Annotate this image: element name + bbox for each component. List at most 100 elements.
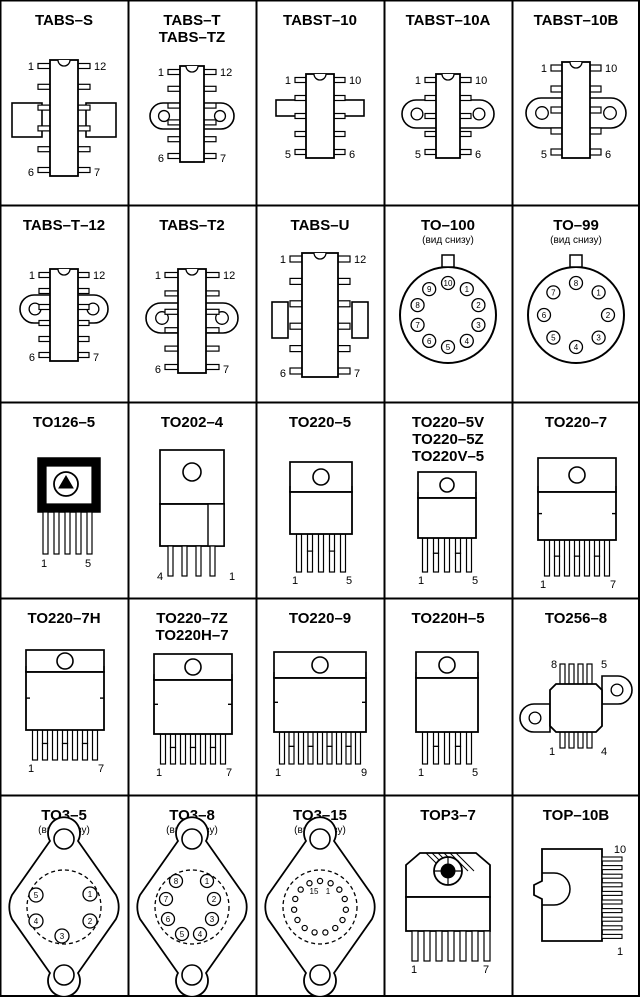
pin-lead — [559, 731, 566, 749]
pin-number: 7 — [610, 579, 616, 591]
pin-lead — [328, 533, 336, 552]
pin-circle — [546, 285, 561, 300]
pin-lead — [421, 537, 429, 573]
pin-circle — [459, 333, 474, 349]
pin-number: 15 — [310, 887, 319, 896]
pin-dot — [294, 916, 301, 924]
pin-lead — [288, 745, 295, 765]
tab-notch — [417, 491, 477, 499]
pin-lead — [164, 345, 179, 352]
pin-lead — [550, 64, 563, 72]
tab-notch — [153, 673, 233, 681]
pin-lead — [459, 148, 472, 156]
pin-lead — [306, 550, 314, 573]
pin-lead — [61, 729, 69, 745]
pin-lead — [167, 119, 181, 126]
pin-number: 1 — [549, 746, 555, 758]
pin-lead — [167, 102, 181, 109]
package-title: TO202–4 — [161, 414, 224, 431]
package-title: TO–100 — [421, 217, 475, 234]
pin-lead — [424, 76, 437, 84]
pin-lead — [307, 745, 314, 765]
pin-lead — [38, 287, 51, 295]
pin-lead — [432, 745, 440, 765]
pin1-notch — [441, 73, 455, 81]
package-title: TABST–10A — [406, 12, 491, 29]
pin-lead — [167, 545, 174, 577]
pin-lead — [550, 148, 563, 156]
pin-lead — [289, 322, 303, 330]
pin-lead — [167, 152, 181, 160]
pin-circle — [440, 275, 456, 291]
pin-lead — [593, 539, 601, 557]
package-title: TABS–TZ — [159, 29, 225, 46]
pin-lead — [209, 746, 217, 765]
pin-lead — [337, 322, 351, 330]
pin-lead — [337, 367, 351, 375]
pin-dot — [311, 929, 318, 936]
ic-body — [49, 59, 79, 177]
pin-number: 7 — [226, 767, 232, 779]
pin-lead — [306, 533, 314, 552]
pin-number: 12 — [220, 67, 232, 79]
pin-lead — [443, 731, 451, 765]
package-title: TOP3–7 — [420, 807, 476, 824]
mounting-hole — [56, 652, 74, 670]
mounting-hole — [53, 828, 75, 850]
pin-lead — [573, 555, 581, 577]
pin-dot — [292, 895, 299, 903]
pin-number: 1 — [541, 63, 547, 75]
pin-dot — [301, 924, 308, 932]
pin-lead — [337, 277, 351, 286]
pin-lead — [335, 731, 343, 765]
tab-notch — [273, 671, 367, 679]
mounting-hole — [184, 658, 202, 676]
package-subtitle: (вид снизу) — [550, 235, 602, 246]
pin-number: 9 — [427, 285, 432, 294]
pin-number: 8 — [174, 877, 179, 886]
pin-lead — [86, 511, 93, 555]
plastic-body — [537, 491, 617, 541]
pin-lead — [459, 94, 472, 102]
tab-notch — [289, 485, 353, 493]
pin-lead — [550, 106, 563, 114]
pin-lead — [573, 539, 581, 557]
mounting-hole — [213, 109, 227, 123]
pin-dot — [290, 906, 298, 913]
pin-lead — [435, 930, 443, 962]
pin-lead — [432, 552, 440, 573]
pin-number: 3 — [210, 915, 215, 924]
pin-lead — [41, 742, 49, 761]
pin-number: 3 — [476, 321, 481, 330]
package-title: TO220H–7 — [155, 627, 228, 644]
mounting-hole — [181, 828, 203, 850]
tab-notch — [537, 485, 617, 493]
plastic-body — [405, 896, 491, 932]
mounting-hole — [610, 683, 624, 697]
pin-circle — [206, 891, 222, 907]
pin-number: 7 — [551, 288, 556, 297]
pin-lead — [164, 308, 179, 315]
package-title: TO220–7 — [545, 414, 607, 431]
pin-number: 1 — [155, 270, 161, 282]
pin-number: 10 — [475, 75, 487, 87]
key-tab — [441, 254, 455, 268]
pin-number: 7 — [415, 321, 420, 330]
pin-number: 1 — [28, 763, 34, 775]
pin-dot — [339, 916, 346, 924]
pin-lead — [205, 345, 220, 352]
ic-body — [435, 73, 461, 159]
mounting-hole — [157, 109, 171, 123]
pin-circle — [591, 330, 606, 345]
pin-lead — [589, 106, 602, 114]
